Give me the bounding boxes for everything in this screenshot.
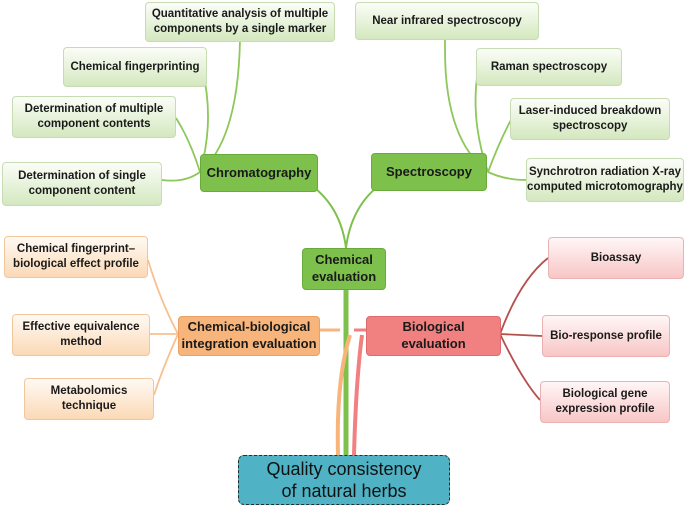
chem-bio-item: Metabolomics technique xyxy=(24,378,154,420)
item-line1: Effective equivalence xyxy=(22,321,140,334)
item-line1: Chemical fingerprint– xyxy=(16,243,136,256)
root-label-line1: Quality consistency xyxy=(266,458,422,479)
center-label-line1: Chemical xyxy=(315,252,373,268)
item-line1: Quantitative analysis of multiple xyxy=(151,8,329,21)
item-line2: component content xyxy=(28,185,136,197)
item-line1: Metabolomics xyxy=(50,385,128,398)
spectroscopy-item: Near infrared spectroscopy xyxy=(355,2,539,40)
biological-label-line2: evaluation xyxy=(401,336,466,351)
spectroscopy-item: Synchrotron radiation X-ray computed mic… xyxy=(526,158,684,202)
chromatography-label: Chromatography xyxy=(206,164,312,180)
item-line1: Determination of single xyxy=(18,170,146,183)
spectroscopy-node: Spectroscopy xyxy=(371,153,487,191)
item-line2: computed microtomography xyxy=(527,181,683,193)
chromatography-node: Chromatography xyxy=(200,154,318,192)
spectroscopy-item: Laser-induced breakdown spectroscopy xyxy=(510,98,670,140)
item-line2: components by a single marker xyxy=(153,23,327,35)
chromatography-item: Chemical fingerprinting xyxy=(63,47,207,87)
item-line1: Chemical fingerprinting xyxy=(70,60,200,73)
item-line2: component contents xyxy=(37,118,151,130)
item-line1: Biological gene xyxy=(562,388,648,401)
biological-item: Bioassay xyxy=(548,237,684,279)
chem-bio-label-line1: Chemical-biological xyxy=(187,319,311,335)
chromatography-item: Determination of single component conten… xyxy=(2,162,162,206)
item-line2: biological effect profile xyxy=(13,258,139,270)
biological-item: Bio-response profile xyxy=(542,315,670,357)
biological-label-line1: Biological xyxy=(402,319,465,335)
item-line1: Bio-response profile xyxy=(550,329,662,342)
biological-item: Biological gene expression profile xyxy=(540,381,670,423)
root-label-line2: of natural herbs xyxy=(281,481,407,501)
item-line1: Determination of multiple xyxy=(24,103,164,116)
spectroscopy-item: Raman spectroscopy xyxy=(476,48,622,86)
chromatography-item: Determination of multiple component cont… xyxy=(12,96,176,138)
root-node: Quality consistency of natural herbs xyxy=(238,455,450,505)
item-line1: Near infrared spectroscopy xyxy=(372,14,522,27)
chem-bio-item: Effective equivalence method xyxy=(12,314,150,356)
item-line2: technique xyxy=(61,400,117,412)
item-line2: expression profile xyxy=(555,403,655,415)
center-label-line2: evaluation xyxy=(311,269,377,284)
chem-bio-node: Chemical-biological integration evaluati… xyxy=(178,316,320,356)
item-line1: Laser-induced breakdown xyxy=(518,105,662,118)
biological-node: Biological evaluation xyxy=(366,316,501,356)
chem-bio-item: Chemical fingerprint– biological effect … xyxy=(4,236,148,278)
item-line2: spectroscopy xyxy=(552,120,628,132)
chromatography-item: Quantitative analysis of multiple compon… xyxy=(145,2,335,42)
center-node: Chemical evaluation xyxy=(302,248,386,290)
item-line1: Synchrotron radiation X-ray xyxy=(528,166,682,179)
item-line1: Bioassay xyxy=(590,251,642,264)
chem-bio-label-line2: integration evaluation xyxy=(181,336,317,351)
item-line2: method xyxy=(60,336,102,348)
item-line1: Raman spectroscopy xyxy=(490,60,608,73)
spectroscopy-label: Spectroscopy xyxy=(386,163,472,179)
